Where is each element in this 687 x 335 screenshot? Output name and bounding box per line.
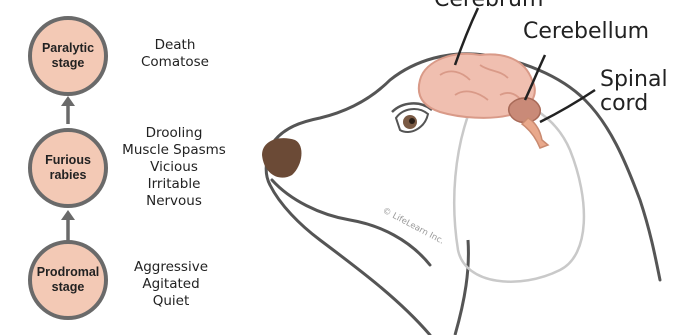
symptoms-paralytic: Death Comatose (120, 37, 230, 71)
cerebellum-shape (509, 98, 541, 123)
stage-circle-furious: Furious rabies (28, 128, 108, 208)
stage-circle-paralytic: Paralytic stage (28, 16, 108, 96)
label-spinal-cord: Spinal cord (600, 68, 668, 116)
up-arrow-icon (61, 210, 75, 244)
stage-label: Prodromal stage (37, 265, 100, 295)
spinal-cord-pointer (540, 90, 595, 122)
spinal-cord-shape (522, 118, 548, 148)
stage-label: Furious rabies (45, 153, 91, 183)
symptoms-furious: Drooling Muscle Spasms Vicious Irritable… (112, 125, 236, 210)
stage-circle-prodromal: Prodromal stage (28, 240, 108, 320)
label-cerebrum: Cerebrum (434, 0, 543, 12)
stage-label: Paralytic stage (42, 41, 94, 71)
dog-nose (262, 138, 301, 178)
dog-eye (392, 103, 432, 132)
up-arrow-icon (61, 96, 75, 126)
dog-ear (454, 99, 584, 281)
copyright-text: © LifeLearn Inc. (381, 206, 446, 247)
symptoms-prodromal: Aggressive Agitated Quiet (116, 259, 226, 310)
label-cerebellum: Cerebellum (523, 20, 649, 44)
dog-neck-outline (455, 240, 468, 335)
